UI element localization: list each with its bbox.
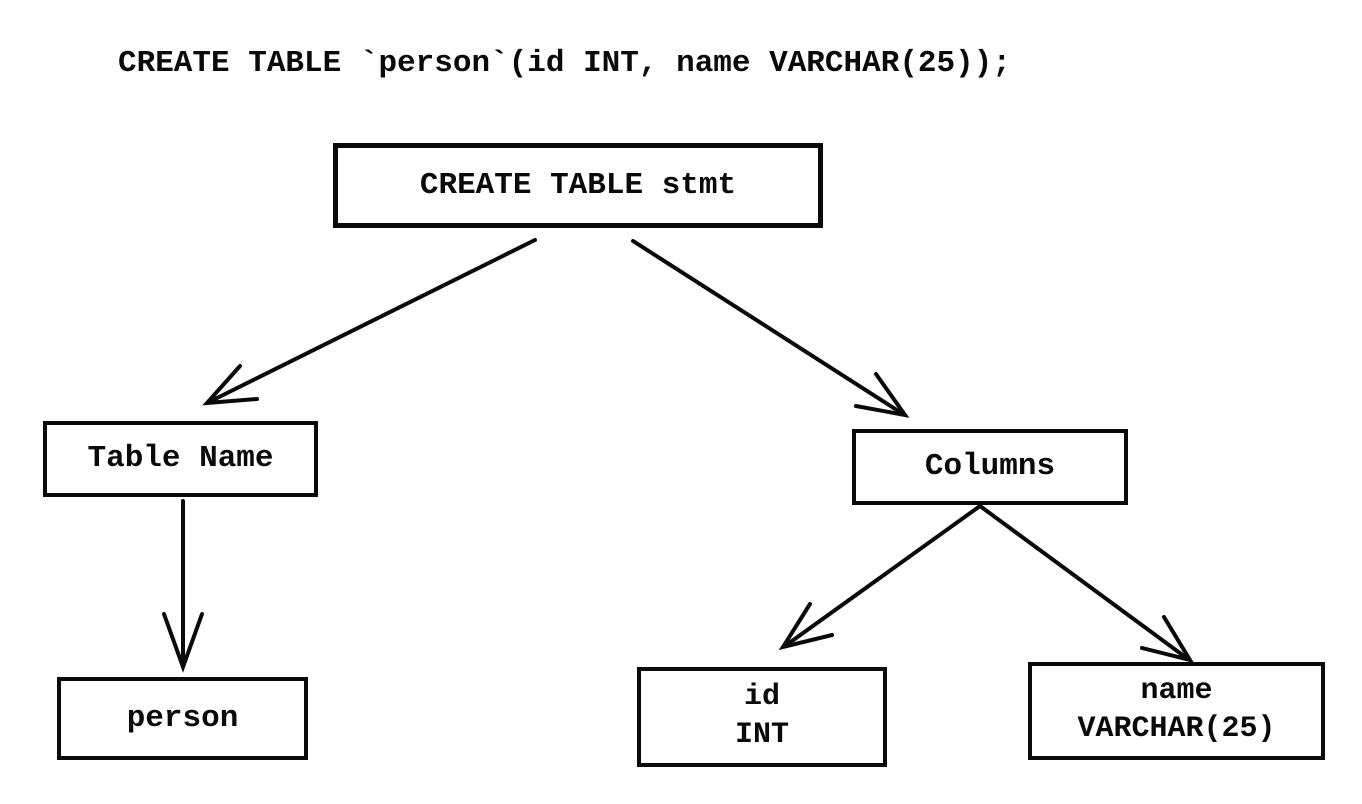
edge-root-to-columns bbox=[631, 239, 910, 418]
node-columns: Columns bbox=[852, 429, 1128, 505]
arrowhead bbox=[1140, 615, 1195, 664]
edge-line bbox=[207, 238, 537, 404]
node-label: Columns bbox=[924, 449, 1056, 485]
node-person: person bbox=[57, 677, 308, 760]
node-create-table-stmt: CREATE TABLE stmt bbox=[333, 143, 823, 228]
edge-line bbox=[783, 504, 982, 648]
column-name-label: name bbox=[1140, 674, 1213, 709]
arrowhead bbox=[778, 602, 834, 651]
edge-columns-to-id-column bbox=[778, 504, 982, 651]
node-name-column: name VARCHAR(25) bbox=[1028, 662, 1325, 760]
sql-statement-text: CREATE TABLE `person`(id INT, name VARCH… bbox=[118, 46, 1011, 81]
node-id-column: id INT bbox=[637, 667, 887, 767]
edge-columns-to-name-column bbox=[978, 504, 1195, 664]
arrowhead bbox=[162, 612, 204, 673]
arrowhead bbox=[202, 364, 259, 406]
edge-root-to-table-name bbox=[202, 238, 537, 406]
edge-table-name-to-person bbox=[162, 499, 204, 673]
node-label: CREATE TABLE stmt bbox=[419, 167, 737, 203]
node-label: person bbox=[126, 700, 239, 736]
node-label: Table Name bbox=[87, 441, 274, 477]
arrowhead bbox=[854, 372, 910, 418]
edge-line bbox=[978, 504, 1190, 661]
column-type-label: VARCHAR(25) bbox=[1077, 712, 1276, 746]
node-table-name: Table Name bbox=[43, 421, 318, 497]
column-type-label: INT bbox=[734, 718, 789, 752]
edge-line bbox=[631, 239, 905, 416]
column-name-label: id bbox=[743, 680, 780, 715]
